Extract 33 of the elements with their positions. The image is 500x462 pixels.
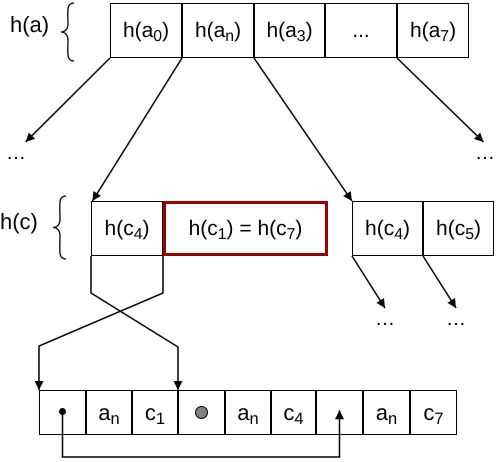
row-label: h(c)	[0, 211, 38, 233]
arrow	[62, 410, 344, 458]
pointer-cell	[39, 390, 86, 435]
arrow	[253, 58, 353, 202]
bucket-cell: c$_{7}$	[410, 390, 457, 435]
ellipsis: …	[375, 309, 395, 329]
hash-cell: h(c$_{5}$)	[423, 201, 494, 256]
arrow	[396, 57, 484, 143]
ellipsis: …	[6, 143, 26, 163]
arrow	[90, 256, 182, 390]
arrow	[422, 256, 457, 308]
bucket-cell: a$_{n}$	[86, 390, 132, 435]
hash-cell: h(a$_{n}$)	[182, 3, 254, 58]
bucket-cell: a$_{n}$	[225, 390, 271, 435]
null-pointer-cell	[178, 390, 225, 435]
ellipsis: …	[475, 143, 495, 163]
hash-cell: h(a$_{7}$)	[397, 3, 469, 58]
ellipsis: …	[446, 309, 466, 329]
arrow	[34, 256, 164, 390]
bucket-cell: a$_{n}$	[363, 390, 410, 435]
hash-cell: h(a$_{0}$)	[110, 3, 182, 58]
bucket-cell: c$_{4}$	[271, 390, 316, 435]
hash-cell: h(a$_{3}$)	[254, 3, 325, 58]
arrow	[92, 58, 183, 202]
arrow	[25, 57, 111, 143]
arrow	[351, 256, 386, 308]
bucket-cell	[316, 390, 363, 435]
row-label: h(a)	[10, 14, 50, 36]
highlighted-hash-cell: h(c$_{1}$) = h(c$_{7}$)	[163, 201, 328, 256]
hash-cell: h(c$_{4}$)	[352, 201, 423, 256]
bucket-cell: c$_{1}$	[132, 390, 178, 435]
hash-cell: ...	[325, 3, 397, 58]
hash-cell: h(c$_{4}$)	[91, 201, 163, 256]
